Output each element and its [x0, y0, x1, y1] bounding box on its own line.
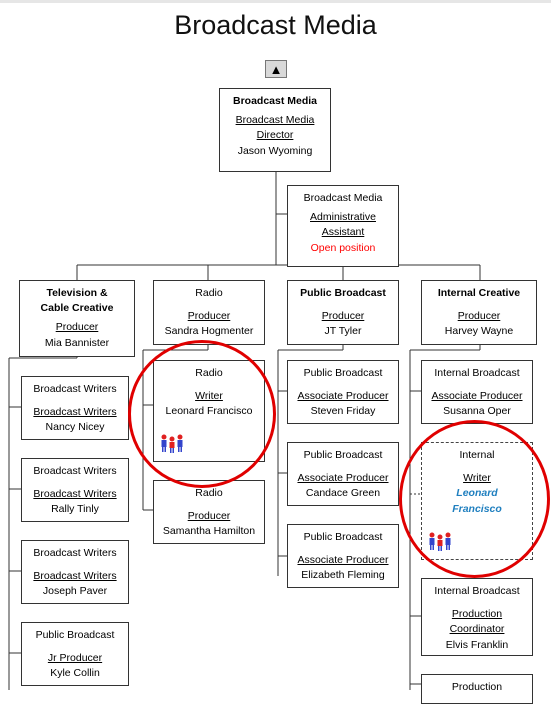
page-title: Broadcast Media: [174, 10, 377, 40]
node-unit: Public Broadcast: [303, 531, 383, 543]
node-unit: Internal Creative: [437, 287, 521, 299]
top-border: [0, 0, 551, 3]
node-role: Broadcast Writers: [33, 570, 117, 583]
node-role: Administrative: [310, 211, 376, 224]
node-person: Susanna Oper: [443, 405, 511, 418]
org-node-assistant[interactable]: Broadcast Media Administrative Assistant…: [287, 185, 399, 267]
node-person: Elizabeth Fleming: [301, 569, 385, 582]
node-role: Director: [256, 129, 294, 142]
node-role: Broadcast Media: [235, 114, 315, 127]
navigate-up-button[interactable]: ▲: [265, 60, 287, 78]
org-node-col4-1[interactable]: Internal Broadcast Associate Producer Su…: [421, 360, 533, 424]
node-unit: Radio: [195, 287, 223, 299]
node-unit: Broadcast Writers: [33, 465, 117, 477]
node-role: Production: [451, 608, 503, 621]
node-role: Broadcast Writers: [33, 406, 117, 419]
org-node-public-broadcast[interactable]: Public Broadcast Producer JT Tyler: [287, 280, 399, 345]
node-role: Producer: [321, 310, 365, 323]
node-unit: Broadcast Writers: [33, 547, 117, 559]
node-unit: Public Broadcast: [303, 449, 383, 461]
node-role: Assistant: [321, 226, 365, 239]
node-role: Broadcast Writers: [33, 488, 117, 501]
node-unit: Television &: [46, 287, 108, 299]
node-person: Steven Friday: [310, 405, 376, 418]
node-role: Producer: [457, 310, 501, 323]
node-person: Kyle Collin: [50, 667, 100, 680]
node-role: Associate Producer: [297, 390, 389, 403]
org-node-director[interactable]: Broadcast Media Broadcast Media Director…: [219, 88, 331, 172]
highlight-circle: [128, 340, 276, 488]
org-node-radio[interactable]: Radio Producer Sandra Hogmenter: [153, 280, 265, 345]
node-person: Harvey Wayne: [444, 325, 514, 338]
node-unit: Broadcast Writers: [33, 383, 117, 395]
node-person: Rally Tinly: [51, 503, 99, 516]
node-person: Jason Wyoming: [237, 144, 313, 157]
org-node-col3-2[interactable]: Public Broadcast Associate Producer Cand…: [287, 442, 399, 506]
node-person: Nancy Nicey: [45, 421, 105, 434]
org-node-col3-1[interactable]: Public Broadcast Associate Producer Stev…: [287, 360, 399, 424]
node-role: Coordinator: [449, 623, 505, 636]
node-unit: Public Broadcast: [300, 287, 386, 299]
org-node-col1-4[interactable]: Public Broadcast Jr Producer Kyle Collin: [21, 622, 129, 686]
node-unit: Internal Broadcast: [434, 367, 520, 379]
node-unit: Radio: [195, 487, 223, 499]
org-node-col1-3[interactable]: Broadcast Writers Broadcast Writers Jose…: [21, 540, 129, 604]
node-role: Associate Producer: [297, 554, 389, 567]
node-person: JT Tyler: [324, 325, 362, 338]
node-role: Producer: [187, 510, 231, 523]
node-person: Elvis Franklin: [445, 638, 509, 651]
org-node-col4-3[interactable]: Internal Broadcast Production Coordinato…: [421, 578, 533, 656]
node-person: Candace Green: [305, 487, 381, 500]
node-unit: Production: [451, 681, 503, 693]
node-role: Producer: [55, 321, 99, 334]
node-person: Open position: [310, 241, 376, 254]
node-person: Mia Bannister: [44, 336, 110, 349]
org-node-internal-creative[interactable]: Internal Creative Producer Harvey Wayne: [421, 280, 537, 345]
org-node-col4-4[interactable]: Production: [421, 674, 533, 704]
node-role: Jr Producer: [47, 652, 103, 665]
up-arrow-icon: ▲: [269, 61, 283, 77]
org-node-col1-1[interactable]: Broadcast Writers Broadcast Writers Nanc…: [21, 376, 129, 440]
node-person: Sandra Hogmenter: [164, 325, 254, 338]
node-role: Associate Producer: [431, 390, 523, 403]
node-unit: Cable Creative: [40, 302, 114, 315]
node-unit: Public Broadcast: [35, 629, 115, 641]
highlight-circle: [399, 420, 550, 578]
org-node-col3-3[interactable]: Public Broadcast Associate Producer Eliz…: [287, 524, 399, 588]
node-role: Producer: [187, 310, 231, 323]
node-unit: Public Broadcast: [303, 367, 383, 379]
node-unit: Broadcast Media: [232, 95, 318, 107]
node-unit: Broadcast Media: [303, 192, 383, 204]
node-person: Samantha Hamilton: [162, 525, 256, 538]
node-unit: Internal Broadcast: [434, 585, 520, 597]
org-node-col1-2[interactable]: Broadcast Writers Broadcast Writers Rall…: [21, 458, 129, 522]
node-role: Associate Producer: [297, 472, 389, 485]
org-node-tv-cable[interactable]: Television & Cable Creative Producer Mia…: [19, 280, 135, 357]
org-node-radio-producer[interactable]: Radio Producer Samantha Hamilton: [153, 480, 265, 544]
node-person: Joseph Paver: [42, 585, 108, 598]
